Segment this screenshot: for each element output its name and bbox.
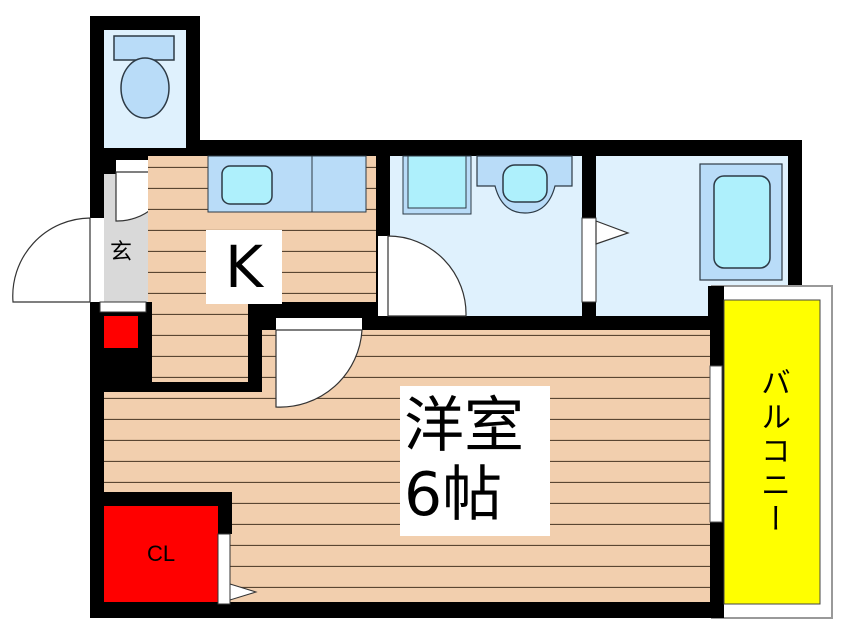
washroom-door-icon — [387, 235, 467, 317]
western-room-label: 洋室 6帖 — [400, 386, 550, 536]
toilet-room — [104, 30, 186, 148]
balcony — [709, 285, 833, 619]
bathroom-sliding-door-icon — [595, 220, 630, 245]
kitchen-label: K — [206, 230, 282, 304]
toilet-icon — [120, 57, 170, 119]
closet-door-icon — [229, 583, 258, 601]
front-door-icon — [12, 217, 91, 303]
western-room-name: 洋室 — [404, 391, 524, 461]
closet — [104, 492, 258, 605]
balcony-label: バルコニー — [755, 367, 790, 537]
shoe-box — [104, 316, 138, 348]
room-door-icon — [275, 329, 363, 408]
closet-label: CL — [146, 541, 176, 566]
western-room-size: 6帖 — [404, 460, 503, 530]
washroom — [378, 155, 582, 317]
sink-icon — [221, 165, 273, 205]
entrance-label: 玄 — [109, 240, 132, 265]
